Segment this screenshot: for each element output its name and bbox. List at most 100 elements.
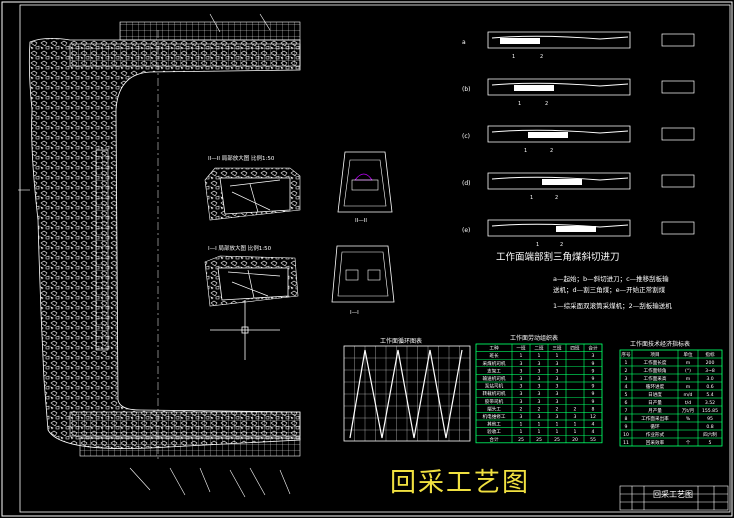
table-header: 合计 [588,345,598,352]
table-value: m [686,385,691,390]
step-side-view [661,80,695,94]
table-value: 3 [556,399,559,405]
table-value: 输送机司机 [483,375,506,382]
step-coal-line [491,82,629,87]
table-value: 3 [538,368,541,374]
step-panel [487,219,631,237]
table-value: 155.85 [702,408,718,414]
steps-desc-line2: 送机；d—割三角煤；e—开始正常割煤 [553,285,666,294]
table-header: 指标 [705,351,715,358]
table-value: 3~8 [705,368,715,374]
table-header: 单位 [683,351,693,358]
cycle-chart: 工作面循环图表 [343,337,471,442]
table-value: 循环 [650,423,660,430]
table-value: 3 [520,361,523,367]
step-num-1: 1 [530,195,533,201]
steps-title: 工作面端部割三角煤斜切进刀 [496,251,620,263]
table-cell [583,435,603,444]
step-coal-line [491,176,629,181]
table-value: 万t/月 [682,408,695,414]
cycle-chart-line [349,349,463,439]
cut-step-label: (d) [462,180,471,187]
section-2-2-caption: II—II 局部放大图 比例1:50 [208,154,275,162]
shearer-mark [514,85,554,91]
step-num-1: 1 [518,101,521,107]
table-value: 2 [556,406,559,412]
table-value: 3 [538,376,541,382]
title-block-name: 回采工艺图 [653,490,693,499]
section-2-2-view: II—II 局部放大图 比例1:50 [204,154,301,221]
labor-table-title: 工作面劳动组织表 [510,334,558,342]
table-value: 工作面倾角 [644,367,667,374]
table-value: 转载机司机 [483,390,506,397]
table-value: 3 [592,353,595,359]
table-value: 月产量 [648,407,662,414]
table-value: 5 [625,392,628,398]
table-value: 1 [556,353,559,359]
table-value: 其他工 [487,421,501,428]
table-value: 9 [592,391,595,397]
table-value: 3 [520,399,523,405]
table-value: 6 [625,400,628,406]
table-value: 2 [574,406,577,412]
bottom-roadway [69,411,301,437]
step-side-view [661,174,695,188]
table-value: 3 [538,399,541,405]
step-side-view [661,33,695,47]
table-value: 8 [592,406,595,412]
table-value: 日产量 [648,399,662,406]
table-value: 1 [574,429,577,435]
table-value: 1 [520,353,523,359]
table-value: 2 [520,406,523,412]
cut-step-label: (c) [462,133,470,140]
crosshair-cursor [210,300,280,360]
tech-table-title: 工作面技术经济指标表 [630,340,690,348]
roadway-section-2-caption: II—II [355,218,367,224]
table-value: 3 [520,384,523,390]
table-value: 3.0 [706,376,713,382]
steps-desc-line1: a—起始；b—斜切进刀；c—推移刮板输 [553,274,669,283]
table-header: 项目 [650,352,659,358]
table-value: 泵站司机 [485,383,504,390]
table-value: 11 [623,440,629,446]
step-panel [487,31,631,49]
table-value: 3 [520,414,523,420]
table-value: 采煤机司机 [483,360,506,367]
table-value: 3 [538,414,541,420]
gob-area [28,38,301,449]
table-value: 9 [592,399,595,405]
mining-panel-plan [18,13,301,498]
table-value: m [686,361,691,366]
step-panel [487,172,631,190]
leader-lines [18,13,291,498]
table-value: 3 [556,361,559,367]
table-value: 25 [518,437,524,443]
table-value: 1 [574,422,577,428]
table-value: 8 [625,416,628,422]
title-block [619,485,729,511]
cut-step-label: a [462,39,466,46]
table-value: 3 [625,376,628,382]
table-value: 胶带司机 [485,398,504,405]
roadway-section-1: I—I [331,245,395,316]
table-value: 验收工 [487,428,501,435]
drawing-inner-frame [19,4,731,513]
step-coal-line [491,129,629,134]
table-value: 55 [590,437,596,443]
table-header: 三班 [552,345,562,352]
step-num-2: 2 [545,101,548,107]
table-value: 4 [625,384,628,390]
table-value: 95 [707,416,713,422]
table-value: 20 [572,437,578,443]
table-header: 四班 [570,345,580,352]
step-num-2: 2 [550,148,553,154]
bottom-roadway-conveyor [79,437,301,457]
table-value: (°) [685,368,691,374]
table-value: 9 [625,424,628,430]
table-value: 1 [538,422,541,428]
table-value: 2 [625,368,628,374]
steps-desc-line3: 1—综采面双滚筒采煤机；2—刮板输送机 [553,301,672,310]
